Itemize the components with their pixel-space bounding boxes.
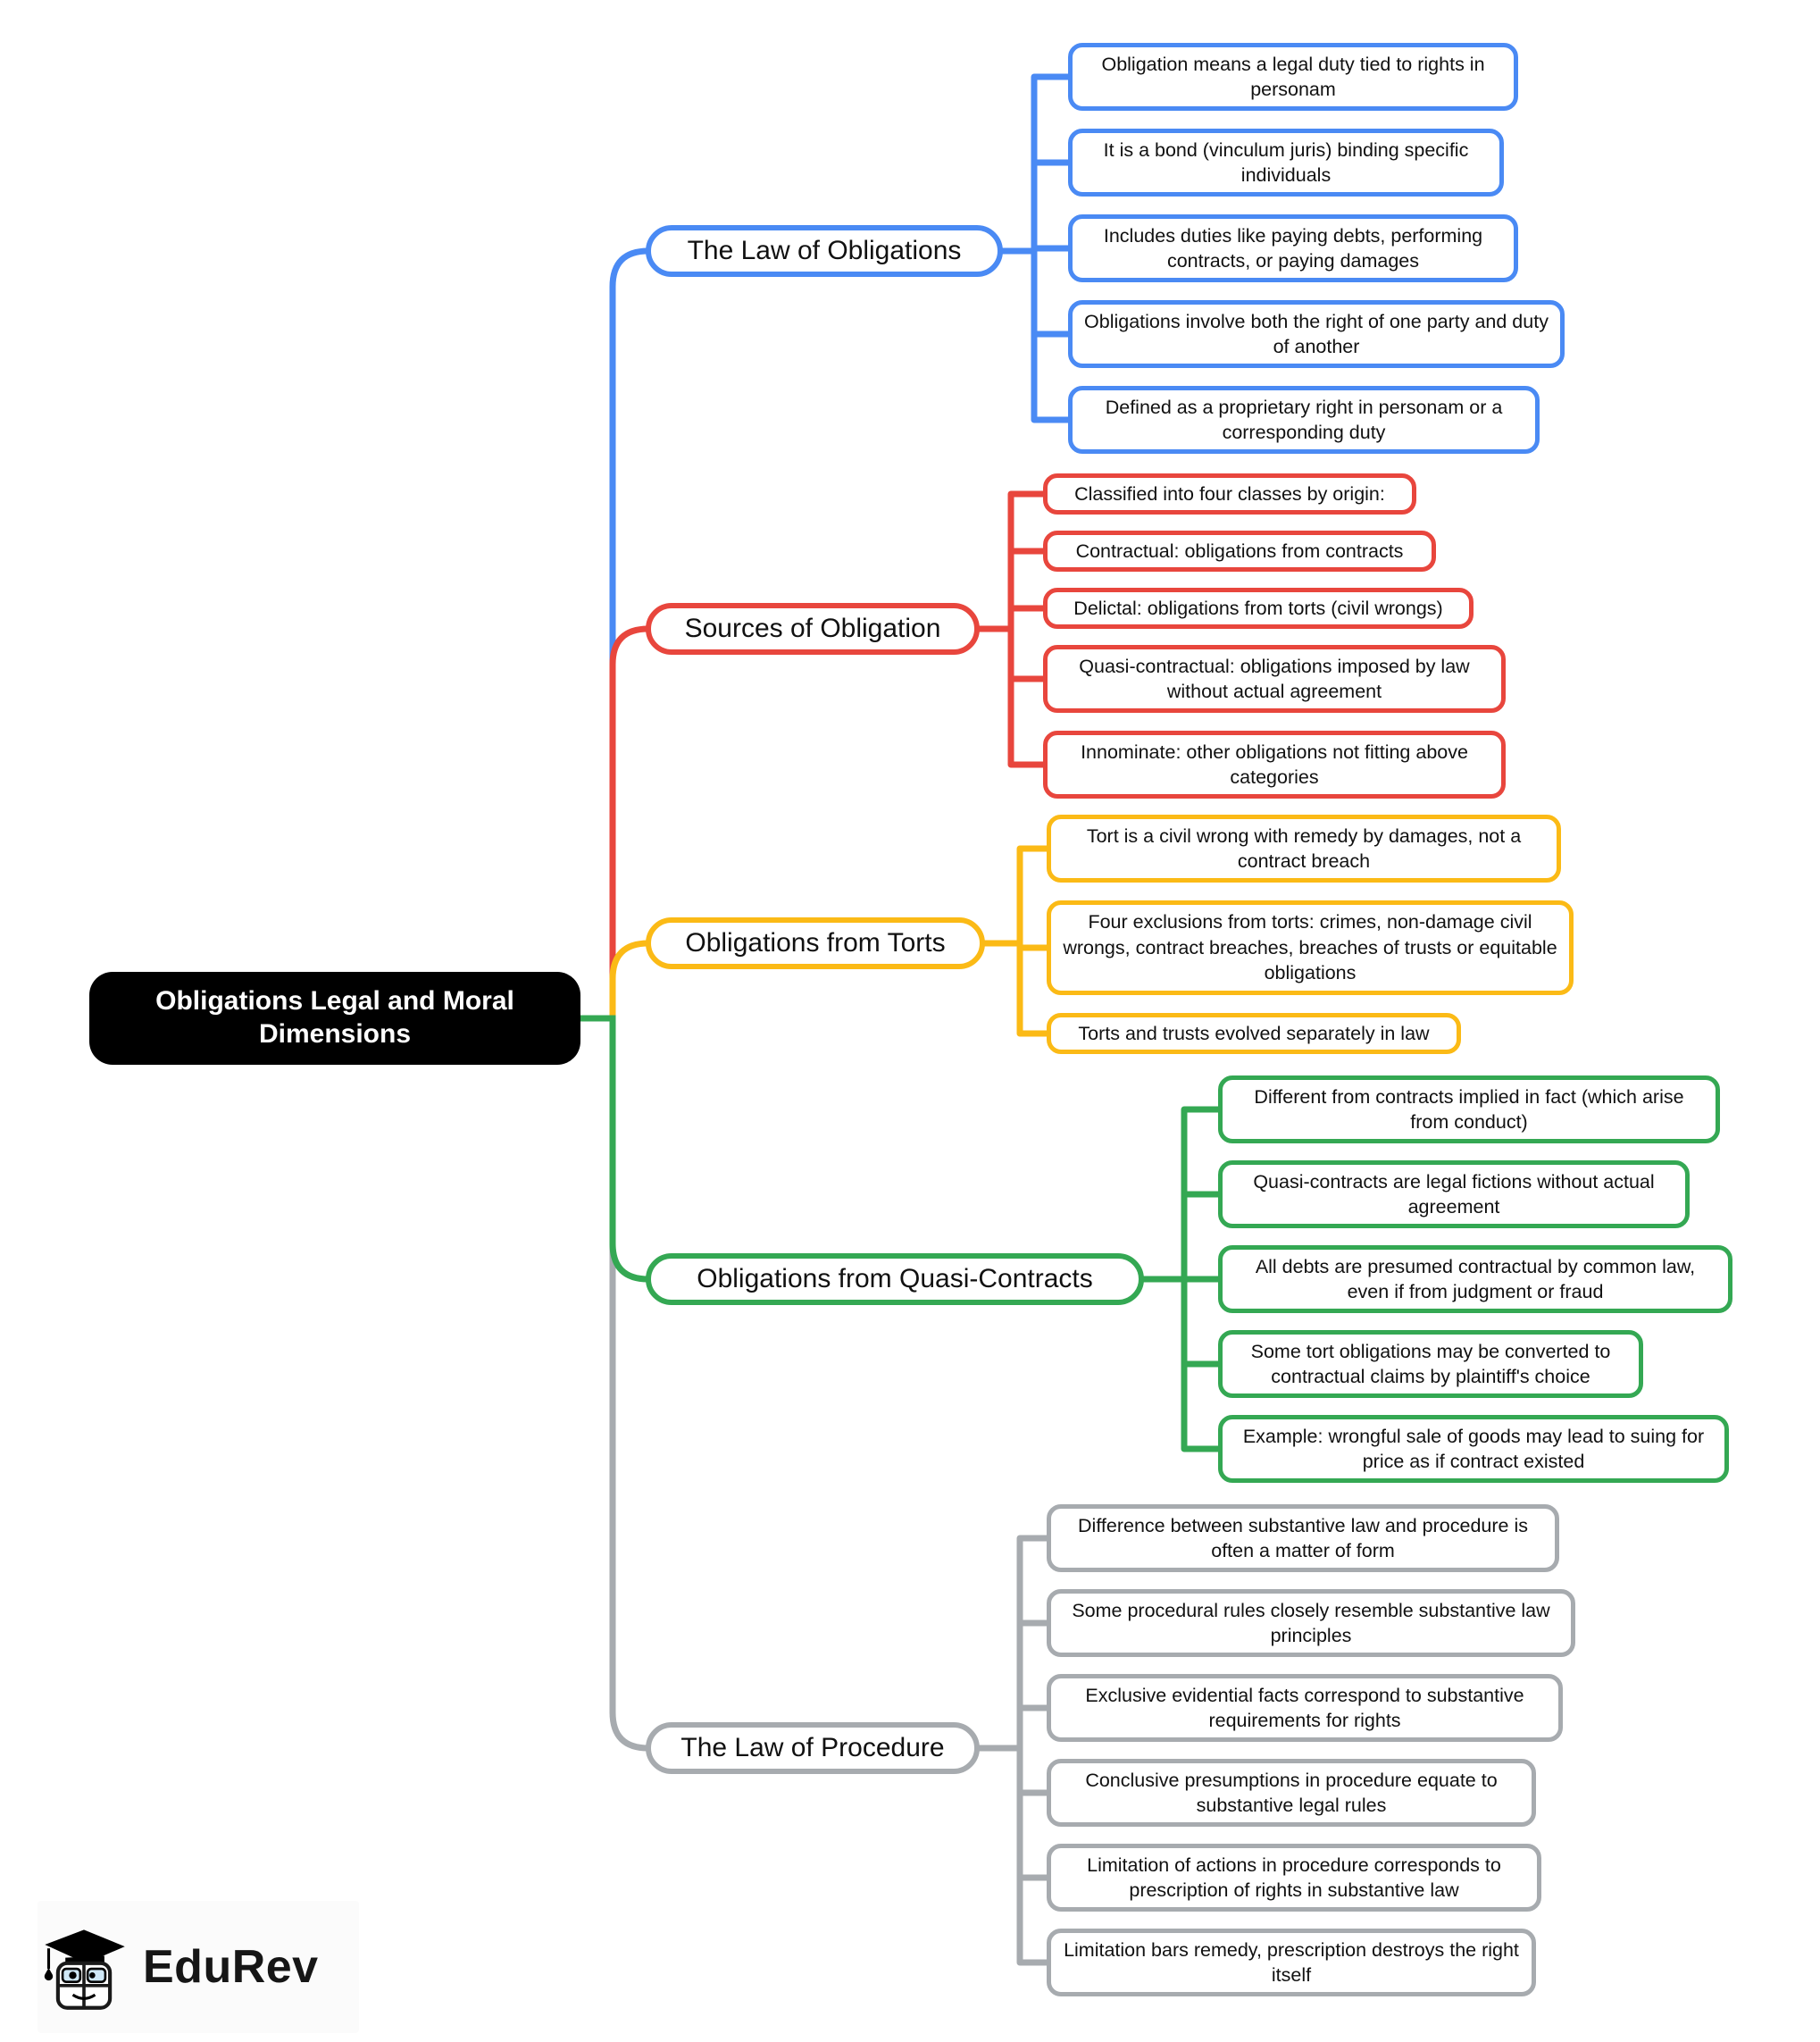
leaf-text: Conclusive presumptions in procedure equ… <box>1085 1769 1498 1816</box>
leaf-node: Defined as a proprietary right in person… <box>1068 386 1540 454</box>
leaf-node: Quasi-contracts are legal fictions witho… <box>1218 1160 1690 1228</box>
leaf-node: Four exclusions from torts: crimes, non-… <box>1047 900 1574 995</box>
leaf-node: Quasi-contractual: obligations imposed b… <box>1043 645 1506 713</box>
leaf-node: Includes duties like paying debts, perfo… <box>1068 214 1518 282</box>
leaf-node: Delictal: obligations from torts (civil … <box>1043 588 1474 629</box>
leaf-text: Limitation of actions in procedure corre… <box>1087 1854 1501 1901</box>
leaf-node: Example: wrongful sale of goods may lead… <box>1218 1415 1729 1483</box>
leaf-node: Obligations involve both the right of on… <box>1068 300 1565 368</box>
leaf-node: Obligation means a legal duty tied to ri… <box>1068 43 1518 111</box>
edurev-mascot-icon <box>44 1929 125 2010</box>
branch-label-text: Obligations from Torts <box>685 928 946 958</box>
leaf-text: Includes duties like paying debts, perfo… <box>1103 224 1483 272</box>
leaf-text: Defined as a proprietary right in person… <box>1105 396 1503 443</box>
leaf-text: Different from contracts implied in fact… <box>1254 1085 1684 1133</box>
edurev-wordmark: EduRev <box>143 1941 319 1993</box>
leaf-text: Quasi-contractual: obligations imposed b… <box>1079 655 1470 702</box>
branch-label-text: Obligations from Quasi-Contracts <box>697 1264 1093 1294</box>
leaf-text: Exclusive evidential facts correspond to… <box>1085 1684 1524 1731</box>
leaf-node: Some procedural rules closely resemble s… <box>1047 1589 1575 1657</box>
leaf-node: Conclusive presumptions in procedure equ… <box>1047 1759 1536 1827</box>
branch-label-law-of-obligations: The Law of Obligations <box>646 225 1003 277</box>
leaf-text: Example: wrongful sale of goods may lead… <box>1242 1425 1705 1472</box>
leaf-text: Some procedural rules closely resemble s… <box>1072 1599 1550 1646</box>
leaf-node: Exclusive evidential facts correspond to… <box>1047 1674 1563 1742</box>
leaf-text: Classified into four classes by origin: <box>1074 482 1385 505</box>
leaf-text: Obligation means a legal duty tied to ri… <box>1101 53 1485 100</box>
leaf-node: Limitation bars remedy, prescription des… <box>1047 1929 1536 1996</box>
branch-label-law-of-procedure: The Law of Procedure <box>646 1722 980 1774</box>
root-node: Obligations Legal and Moral Dimensions <box>89 972 580 1065</box>
branch-label-obligations-from-quasi-contracts: Obligations from Quasi-Contracts <box>646 1253 1144 1305</box>
leaf-node: Contractual: obligations from contracts <box>1043 531 1436 572</box>
branch-label-text: Sources of Obligation <box>684 614 941 644</box>
leaf-node: Tort is a civil wrong with remedy by dam… <box>1047 815 1561 883</box>
leaf-text: Four exclusions from torts: crimes, non-… <box>1063 911 1557 984</box>
leaf-node: Classified into four classes by origin: <box>1043 473 1416 515</box>
leaf-node: Different from contracts implied in fact… <box>1218 1075 1720 1143</box>
leaf-text: Limitation bars remedy, prescription des… <box>1064 1938 1519 1986</box>
leaf-node: All debts are presumed contractual by co… <box>1218 1245 1732 1313</box>
leaf-text: Obligations involve both the right of on… <box>1084 310 1549 357</box>
leaf-node: Limitation of actions in procedure corre… <box>1047 1844 1541 1912</box>
leaf-node: Innominate: other obligations not fittin… <box>1043 731 1506 799</box>
leaf-text: Some tort obligations may be converted t… <box>1250 1340 1611 1387</box>
leaf-text: All debts are presumed contractual by co… <box>1255 1255 1696 1302</box>
root-title: Obligations Legal and Moral Dimensions <box>155 986 514 1049</box>
leaf-text: It is a bond (vinculum juris) binding sp… <box>1103 138 1469 186</box>
leaf-node: It is a bond (vinculum juris) binding sp… <box>1068 129 1504 197</box>
leaf-text: Delictal: obligations from torts (civil … <box>1073 597 1443 619</box>
leaf-node: Difference between substantive law and p… <box>1047 1504 1559 1572</box>
leaf-text: Tort is a civil wrong with remedy by dam… <box>1086 824 1522 872</box>
leaf-node: Torts and trusts evolved separately in l… <box>1047 1013 1461 1054</box>
branch-label-sources-of-obligation: Sources of Obligation <box>646 603 980 655</box>
leaf-node: Some tort obligations may be converted t… <box>1218 1330 1643 1398</box>
leaf-text: Innominate: other obligations not fittin… <box>1081 741 1468 788</box>
branch-label-obligations-from-torts: Obligations from Torts <box>646 917 985 969</box>
branch-label-text: The Law of Procedure <box>680 1733 945 1763</box>
leaf-text: Contractual: obligations from contracts <box>1075 540 1404 562</box>
leaf-text: Quasi-contracts are legal fictions witho… <box>1253 1170 1655 1218</box>
branch-label-text: The Law of Obligations <box>687 236 962 266</box>
leaf-text: Difference between substantive law and p… <box>1078 1514 1528 1561</box>
leaf-text: Torts and trusts evolved separately in l… <box>1078 1022 1430 1044</box>
edurev-logo: EduRev <box>38 1901 359 2033</box>
